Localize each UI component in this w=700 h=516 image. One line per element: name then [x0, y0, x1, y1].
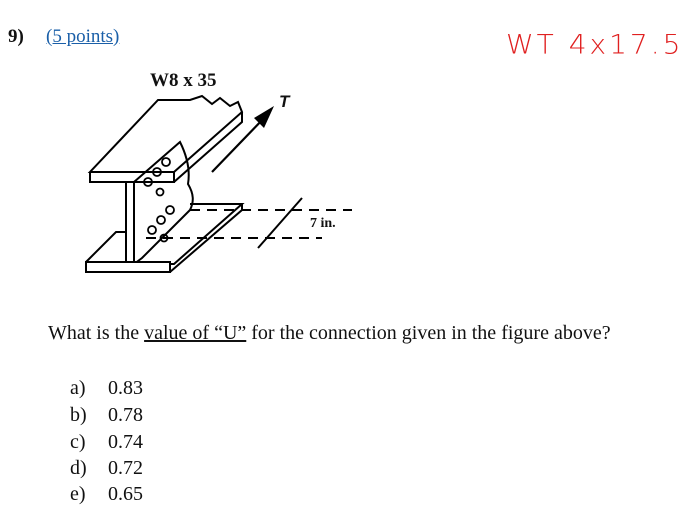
option-a[interactable]: a) 0.83 — [70, 377, 143, 400]
dimension-slash — [257, 197, 303, 249]
option-letter: e) — [70, 483, 86, 505]
handwritten-note: WT 4x17.5 — [506, 28, 684, 61]
question-text-after: for the connection given in the figure a… — [246, 322, 611, 344]
bottom-flange — [85, 203, 245, 273]
dimension-lines — [146, 209, 352, 239]
tension-arrow — [211, 106, 274, 173]
option-letter: a) — [70, 377, 86, 399]
w-section-figure — [85, 94, 352, 273]
top-flange — [87, 94, 244, 183]
option-e[interactable]: e) 0.65 — [70, 483, 143, 506]
option-b[interactable]: b) 0.78 — [70, 404, 143, 427]
option-value: 0.74 — [108, 431, 143, 453]
option-c[interactable]: c) 0.74 — [70, 431, 143, 454]
option-d[interactable]: d) 0.72 — [70, 457, 143, 480]
option-letter: c) — [70, 431, 86, 453]
question-number: 9) — [8, 26, 24, 47]
option-value: 0.72 — [108, 457, 143, 479]
question-text-before: What is the — [48, 322, 145, 344]
option-letter: b) — [70, 404, 87, 426]
question-text: What is the value of “U” for the connect… — [48, 322, 611, 345]
question-text-underlined: value of “U” — [144, 322, 247, 344]
points-link[interactable]: (5 points) — [46, 26, 120, 47]
dimension-label: 7 in. — [310, 216, 336, 231]
option-value: 0.78 — [108, 404, 143, 426]
section-label: W8 x 35 — [150, 70, 217, 91]
option-value: 0.83 — [108, 377, 143, 399]
option-value: 0.65 — [108, 483, 143, 505]
option-letter: d) — [70, 457, 87, 479]
force-label: T — [279, 92, 290, 111]
